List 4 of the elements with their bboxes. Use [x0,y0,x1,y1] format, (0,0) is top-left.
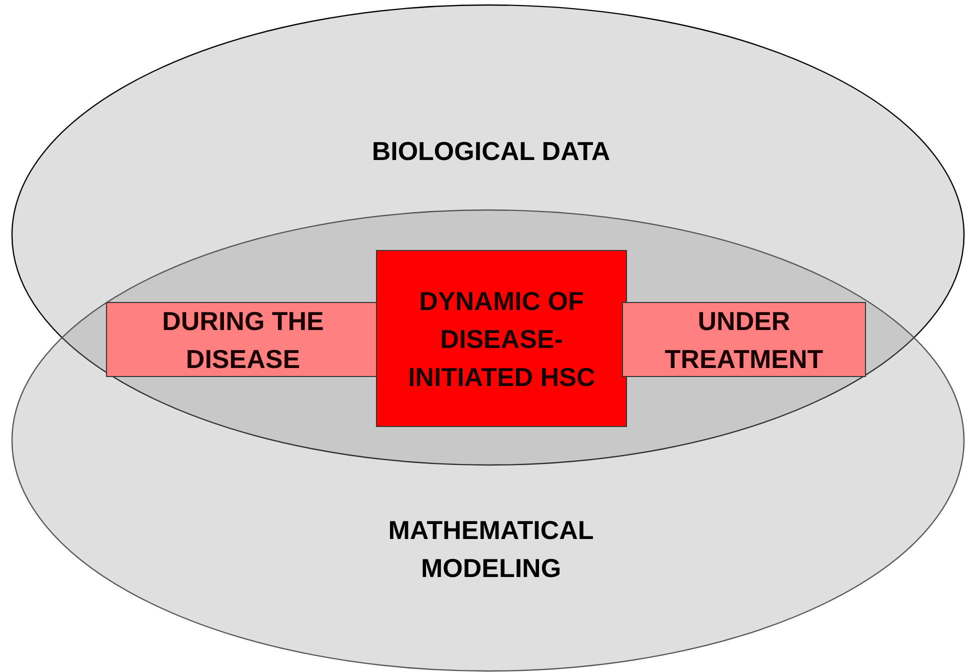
process-box: DYNAMIC OF DISEASE-INITIATED HSC [376,250,627,427]
ellipse-label: BIOLOGICAL DATA [370,135,612,168]
process-box: UNDER TREATMENT [622,302,866,377]
ellipse-label: MATHEMATICAL MODELING [387,514,595,585]
